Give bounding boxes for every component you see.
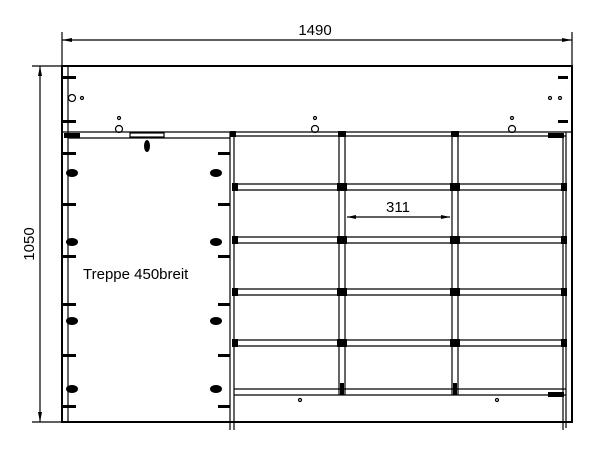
width-dimension-line [61, 32, 573, 66]
stair-clamps [66, 140, 222, 393]
stair-label: Treppe 450breit [83, 266, 189, 283]
height-dimension-label: 1050 [21, 227, 38, 260]
horizontal-beams [234, 183, 566, 347]
beam-connectors [62, 76, 568, 408]
spacing-dimension-label: 311 [386, 199, 410, 216]
width-dimension-label: 1490 [298, 22, 331, 39]
platform-frame [61, 65, 573, 430]
vertical-beams [338, 136, 459, 395]
spacing-dimension-line [347, 215, 450, 219]
mounting-holes [67, 93, 563, 403]
height-dimension-line [32, 65, 62, 423]
